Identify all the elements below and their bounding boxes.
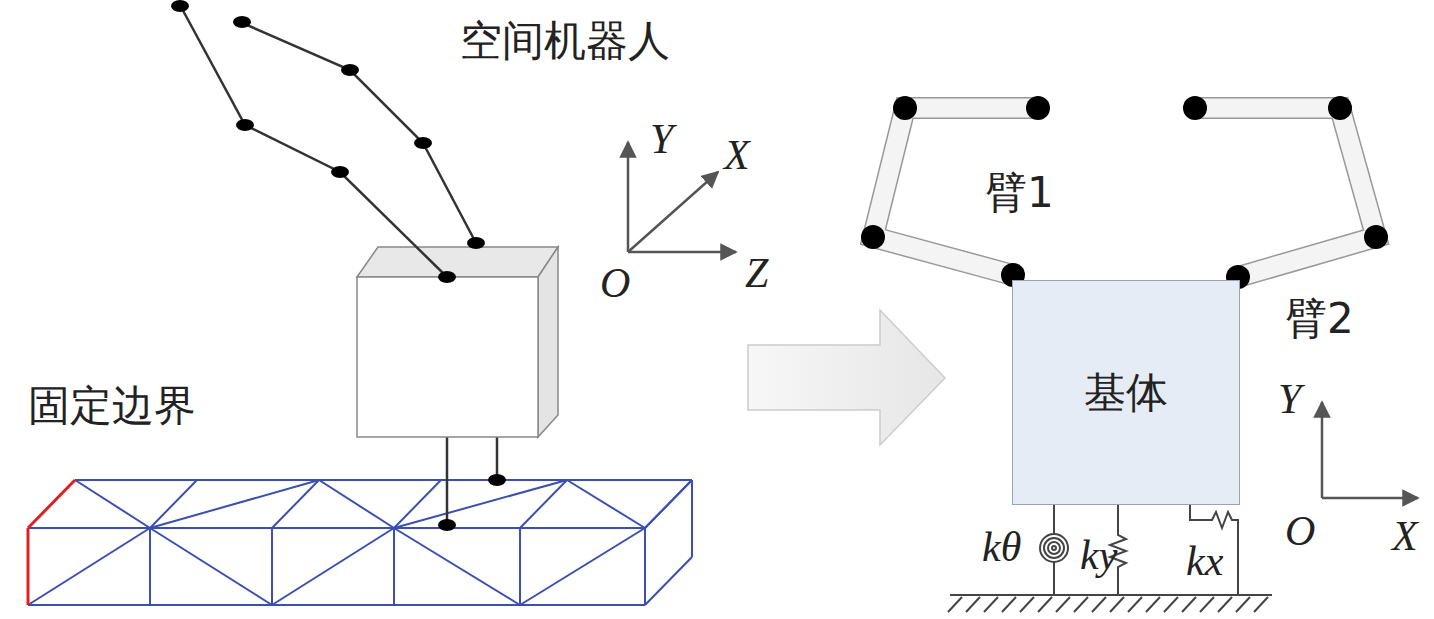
node-label: 基体 — [1084, 365, 1168, 421]
stiffness-label: kx — [1186, 540, 1223, 582]
axis-label: Y — [1278, 378, 1301, 420]
stiffness-label: ky — [1080, 534, 1117, 576]
ground — [948, 595, 1272, 612]
stiffness-label: kθ — [982, 526, 1021, 568]
axis-label: X — [724, 134, 750, 176]
truss-beam — [28, 480, 692, 605]
springs — [1040, 505, 1238, 595]
axis-label: O — [1285, 510, 1315, 552]
arm-label: 臂1 — [985, 172, 1054, 214]
transform-arrow — [748, 310, 945, 445]
base-box: 基体 — [1012, 280, 1240, 505]
boundary-label: 固定边界 — [28, 385, 196, 427]
axis-label: Z — [745, 252, 768, 294]
axis-label: X — [1392, 515, 1418, 557]
title-label: 空间机器人 — [460, 20, 670, 62]
axis-label: Y — [650, 118, 673, 160]
fixed-edge — [28, 480, 75, 605]
robot-body — [357, 247, 558, 437]
arm-label: 臂2 — [1285, 298, 1354, 340]
joints — [171, 0, 506, 531]
axes-left — [628, 142, 736, 252]
arm-links — [861, 96, 1388, 289]
axes-right — [1322, 402, 1418, 498]
robot-arms — [180, 5, 476, 277]
axis-label: O — [600, 262, 630, 304]
